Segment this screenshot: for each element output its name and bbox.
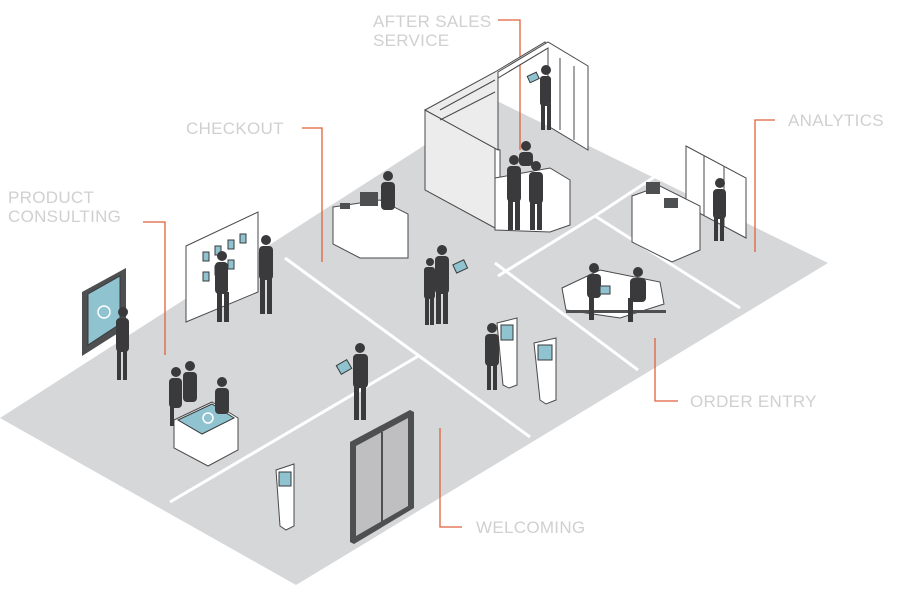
- checkout-counter: [332, 171, 409, 259]
- label-analytics-text: ANALYTICS: [788, 111, 884, 130]
- kiosk-user-figure: [485, 323, 499, 390]
- leader-checkout: [302, 127, 323, 262]
- leader-product-consulting: [143, 221, 166, 355]
- label-analytics: ANALYTICS: [788, 111, 884, 130]
- laptop-icon: [664, 198, 678, 208]
- greeter-figure: [353, 343, 368, 420]
- display-user-figure: [116, 307, 129, 380]
- after-sales-booth: [423, 41, 589, 233]
- leader-lines: [143, 19, 775, 528]
- label-product-consulting-line1: PRODUCT: [8, 188, 95, 207]
- shoppers-figure: [424, 245, 449, 325]
- service-agent-figure: [540, 65, 551, 130]
- consultant-figure: [215, 235, 273, 322]
- leader-analytics: [754, 119, 775, 252]
- table-group-figure: [169, 361, 229, 426]
- label-welcoming-text: WELCOMING: [476, 518, 586, 537]
- analyst-figure: [713, 178, 726, 241]
- label-after-sales-line2: SERVICE: [373, 31, 450, 50]
- tablet-icon: [335, 358, 353, 376]
- label-product-consulting-line2: CONSULTING: [8, 207, 122, 226]
- label-checkout-text: CHECKOUT: [186, 119, 284, 138]
- welcoming-area: [275, 343, 414, 544]
- monitor-icon: [646, 182, 660, 194]
- label-order-entry-text: ORDER ENTRY: [690, 392, 817, 411]
- zone-dividers: [169, 158, 741, 504]
- label-welcoming: WELCOMING: [476, 518, 585, 537]
- register-icon: [360, 192, 378, 206]
- label-product-consulting: PRODUCT CONSULTING: [8, 188, 121, 226]
- leader-order-entry: [654, 338, 678, 402]
- label-after-sales-line1: AFTER SALES: [373, 12, 492, 31]
- customer-figure: [507, 141, 543, 230]
- tablet-icon: [526, 71, 540, 84]
- tablet-icon: [452, 259, 469, 274]
- cashier-figure: [381, 171, 395, 210]
- touch-display: [82, 268, 129, 380]
- analytics-area: [631, 145, 747, 263]
- seated-customers-figure: [587, 263, 646, 322]
- order-kiosks: [485, 317, 557, 405]
- leader-after-sales: [498, 19, 521, 150]
- order-entry-sofa: [561, 263, 666, 322]
- entrance-door: [350, 410, 414, 544]
- label-order-entry: ORDER ENTRY: [690, 392, 817, 411]
- label-after-sales-service: AFTER SALES SERVICE: [373, 12, 492, 50]
- tablet-icon: [599, 285, 611, 295]
- leader-welcoming: [439, 428, 462, 528]
- touch-table: [169, 361, 239, 467]
- label-checkout: CHECKOUT: [186, 119, 284, 138]
- product-wall: [185, 211, 273, 323]
